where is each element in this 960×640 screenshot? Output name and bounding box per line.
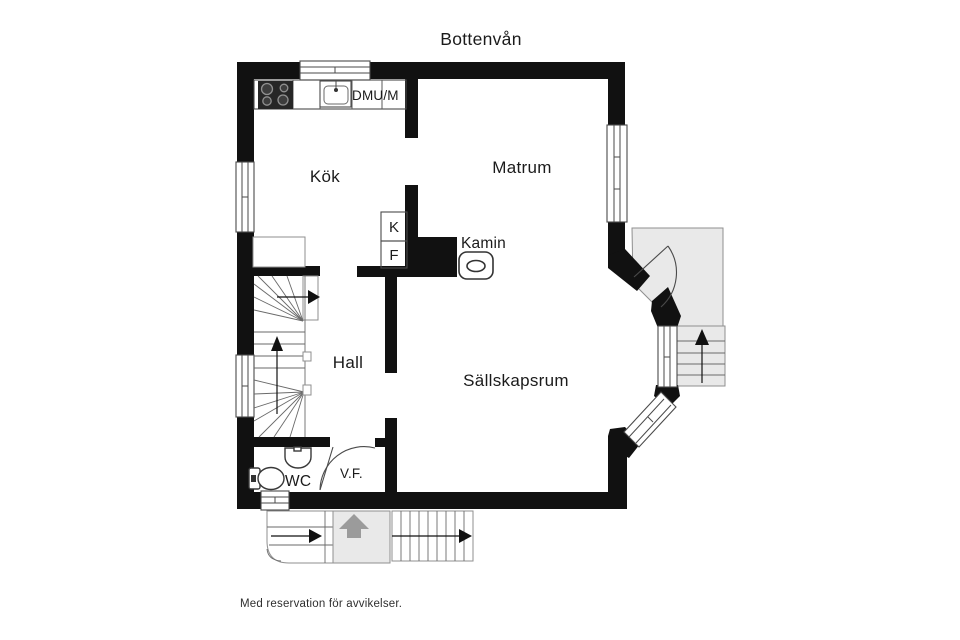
plan-title: Bottenvån — [440, 29, 522, 49]
wall-below-porch-window — [654, 385, 680, 408]
porch-stairs — [676, 325, 726, 387]
room-label-wc: WC — [285, 473, 311, 490]
wall-chamfer-upper — [608, 249, 650, 291]
fireplace-icon — [458, 251, 494, 280]
wall-door-hinge-piece — [651, 287, 681, 328]
stair-post-lower — [302, 384, 312, 396]
wall-stair-top — [251, 266, 320, 276]
front-stairs-left-arrow-icon — [309, 529, 322, 543]
front-stairs-landing — [332, 510, 391, 564]
stair-up-arrow-icon — [271, 336, 283, 351]
wall-bottom — [237, 492, 627, 509]
interior-walls — [251, 79, 457, 497]
stair-winder-treads-bottom — [253, 379, 305, 438]
window-wc-bottom — [260, 490, 290, 511]
freezer-label: F — [389, 247, 398, 264]
front-stairs-right-arrow-icon — [459, 529, 472, 543]
room-label-living: Sällskapsrum — [463, 371, 569, 390]
wall-right-lower — [608, 443, 627, 509]
front-landing-up-arrow-icon — [339, 514, 369, 538]
wall-kitchen-dining-upper — [405, 79, 418, 138]
room-label-hall: Hall — [333, 353, 364, 372]
fridge-label: K — [389, 219, 399, 236]
porch-stairs-up-arrow-icon — [695, 329, 709, 345]
interior-staircase — [252, 236, 320, 438]
room-label-dining: Matrum — [492, 158, 551, 177]
stair-top-landing — [252, 236, 306, 268]
room-label-vestibule: V.F. — [340, 466, 363, 481]
wall-hall-upper — [385, 275, 397, 373]
front-entrance-stairs — [266, 510, 474, 564]
wall-hall-lower — [385, 418, 397, 497]
window-left-lower — [235, 354, 255, 418]
front-stairs-right-flight — [391, 510, 474, 562]
appliance-label: DMU/M — [352, 88, 399, 103]
window-diagonal — [623, 391, 677, 448]
stove-icon — [258, 81, 293, 109]
window-kitchen-top — [299, 60, 371, 81]
fridge-box: K — [380, 211, 408, 242]
side-entrance-door — [633, 245, 678, 308]
side-entrance-porch — [631, 227, 726, 387]
wall-wc-top — [254, 437, 330, 447]
wall-vf-stub — [375, 438, 385, 447]
wall-top — [237, 62, 625, 79]
window-dining-right — [606, 124, 628, 223]
toilet-icon — [248, 466, 285, 491]
wall-left — [237, 62, 254, 509]
chimney-bar — [357, 266, 405, 277]
front-stairs-left-flight — [266, 510, 334, 564]
wall-right-upper — [608, 62, 625, 125]
chimney-block — [405, 237, 457, 277]
room-label-kitchen: Kök — [310, 167, 340, 186]
vestibule-door — [319, 446, 376, 491]
wall-kitchen-dining-lower — [405, 185, 418, 237]
stair-post-upper — [302, 351, 312, 362]
stair-exit-arrow-icon — [308, 290, 320, 304]
window-porch-side — [657, 325, 678, 388]
wc-sink-icon — [284, 446, 312, 469]
fireplace-label: Kamin — [461, 235, 506, 252]
kitchen-sink-icon — [319, 80, 352, 108]
freezer-box: F — [380, 240, 408, 269]
disclaimer-text: Med reservation för avvikelser. — [240, 598, 402, 610]
window-left-upper — [235, 161, 255, 233]
stair-winder-treads-top — [253, 275, 304, 322]
